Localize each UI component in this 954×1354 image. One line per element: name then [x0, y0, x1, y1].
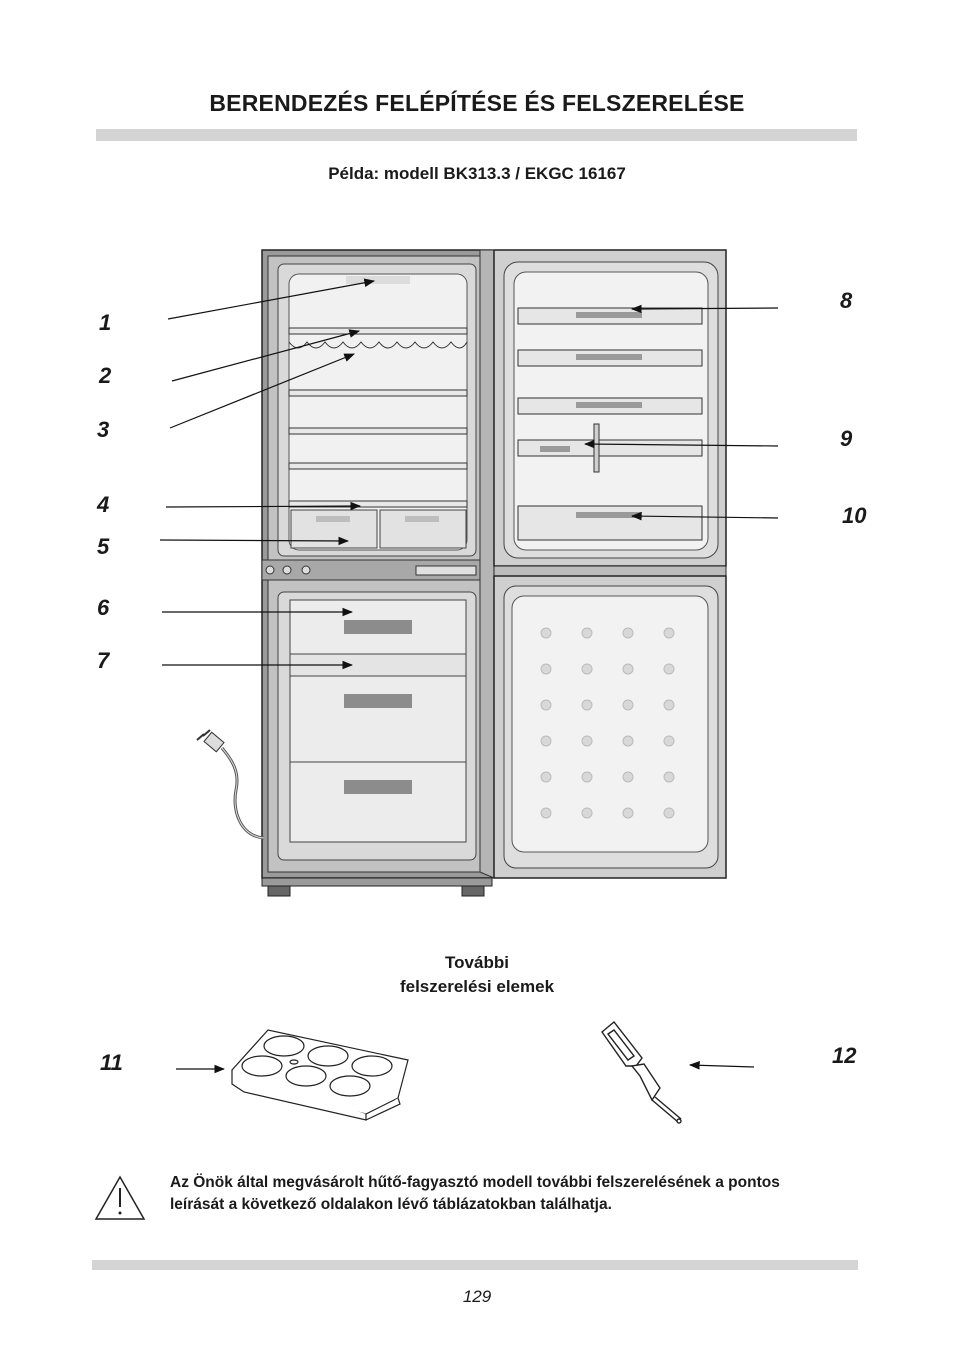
- arrow-4: [165, 501, 362, 511]
- arrow-5: [159, 536, 350, 546]
- callout-9: 9: [840, 426, 853, 451]
- door-panels: [493, 249, 727, 879]
- power-plug-icon: [196, 729, 265, 840]
- callout-1: 1: [99, 310, 112, 335]
- extras-heading: További felszerelési elemek: [0, 951, 954, 999]
- warning-note-line2: leírását a következő oldalakon lévő tábl…: [170, 1196, 612, 1213]
- warning-note: Az Önök által megvásárolt hűtő-fagyasztó…: [170, 1172, 870, 1216]
- egg-tray-icon: [231, 1029, 409, 1121]
- fridge-body: [261, 249, 495, 897]
- arrow-10: [630, 511, 779, 521]
- extras-heading-line1: További: [445, 953, 509, 972]
- top-rule: [96, 129, 857, 141]
- callout-5: 5: [97, 534, 110, 559]
- warning-note-line1: Az Önök által megvásárolt hűtő-fagyasztó…: [170, 1174, 780, 1191]
- callout-4: 4: [97, 492, 110, 517]
- callout-12: 12: [832, 1043, 857, 1068]
- callout-6: 6: [97, 595, 110, 620]
- bottom-rule: [92, 1260, 858, 1270]
- arrow-2: [171, 329, 361, 382]
- callout-3: 3: [97, 417, 110, 442]
- callout-11: 11: [100, 1050, 123, 1075]
- arrow-9: [583, 439, 779, 449]
- page-title: BERENDEZÉS FELÉPÍTÉSE ÉS FELSZERELÉSE: [209, 90, 745, 116]
- arrow-8: [630, 304, 779, 314]
- arrow-3: [169, 353, 356, 429]
- callout-7: 7: [97, 648, 110, 673]
- ice-scraper-icon: [601, 1020, 682, 1124]
- arrow-12: [688, 1060, 755, 1070]
- extras-heading-line2: felszerelési elemek: [399, 977, 555, 996]
- callout-8: 8: [840, 288, 853, 313]
- model-subtitle: Példa: modell BK313.3 / EKGC 16167: [328, 164, 626, 183]
- callout-10: 10: [842, 503, 867, 528]
- page-number: 129: [462, 1287, 492, 1306]
- warning-triangle-icon: [94, 1175, 146, 1220]
- callout-2: 2: [99, 363, 112, 388]
- arrow-1: [167, 278, 376, 320]
